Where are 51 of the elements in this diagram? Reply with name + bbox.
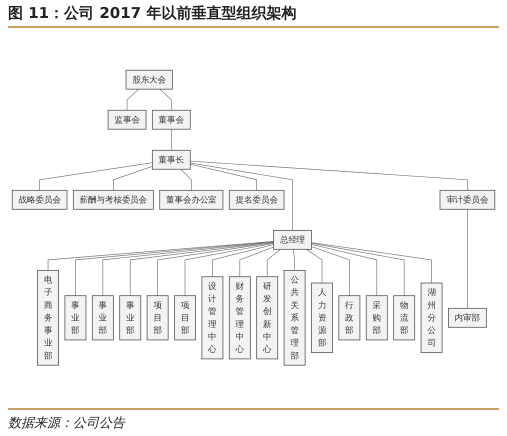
node-box: 采购部	[366, 296, 388, 341]
node-box: 公共关系管理部	[284, 270, 306, 366]
node-box: 行政部	[338, 296, 360, 341]
connector	[113, 166, 153, 191]
connector	[306, 249, 322, 284]
connector	[159, 89, 172, 111]
connector	[39, 162, 153, 191]
node-box: 董事会办公室	[159, 190, 224, 210]
node-box: 战略委员会	[12, 190, 68, 210]
connector	[212, 244, 274, 278]
connector	[170, 129, 172, 151]
node-box: 物流部	[393, 296, 416, 341]
connector	[157, 242, 274, 296]
node-box: 财务管理中心	[228, 276, 251, 360]
node-box: 湖州分公司	[420, 282, 442, 354]
connector	[190, 162, 293, 231]
node-box: 董事长	[152, 150, 191, 170]
connector	[48, 241, 274, 272]
connector	[184, 243, 274, 296]
source-caption: 数据来源：公司公告	[8, 408, 499, 432]
node-box: 总经理	[273, 230, 312, 250]
connector	[126, 89, 140, 111]
node-box: 薪酬与考核委员会	[72, 190, 154, 210]
figure-title: 图 11：公司 2017 年以前垂直型组织架构	[8, 4, 499, 28]
connector	[293, 249, 295, 272]
node-box: 人力资源部	[311, 282, 333, 354]
node-box: 事业部	[64, 296, 86, 341]
connector	[180, 169, 192, 191]
node-box: 项目部	[146, 296, 169, 341]
node-box: 股东大会	[126, 70, 173, 90]
node-box: 事业部	[92, 296, 114, 341]
connector	[266, 249, 281, 278]
node-box: 提名委员会	[228, 190, 284, 210]
connector	[239, 246, 274, 278]
node-box: 设计管理中心	[201, 276, 224, 360]
node-box: 项目部	[174, 296, 196, 341]
connector	[130, 242, 274, 296]
connector	[190, 161, 468, 191]
connector	[311, 246, 350, 296]
connector	[311, 243, 404, 296]
node-box: 监事会	[108, 110, 146, 130]
connector	[190, 164, 257, 191]
node-box: 董事会	[152, 110, 191, 130]
node-box: 研发创新中心	[256, 276, 278, 360]
connector	[311, 242, 432, 284]
connector	[467, 209, 468, 309]
node-box: 内审部	[448, 308, 487, 328]
connector	[311, 244, 378, 296]
node-box: 电子商务事业部	[37, 270, 59, 366]
node-box: 审计委员会	[440, 190, 496, 210]
node-box: 事业部	[119, 296, 142, 341]
